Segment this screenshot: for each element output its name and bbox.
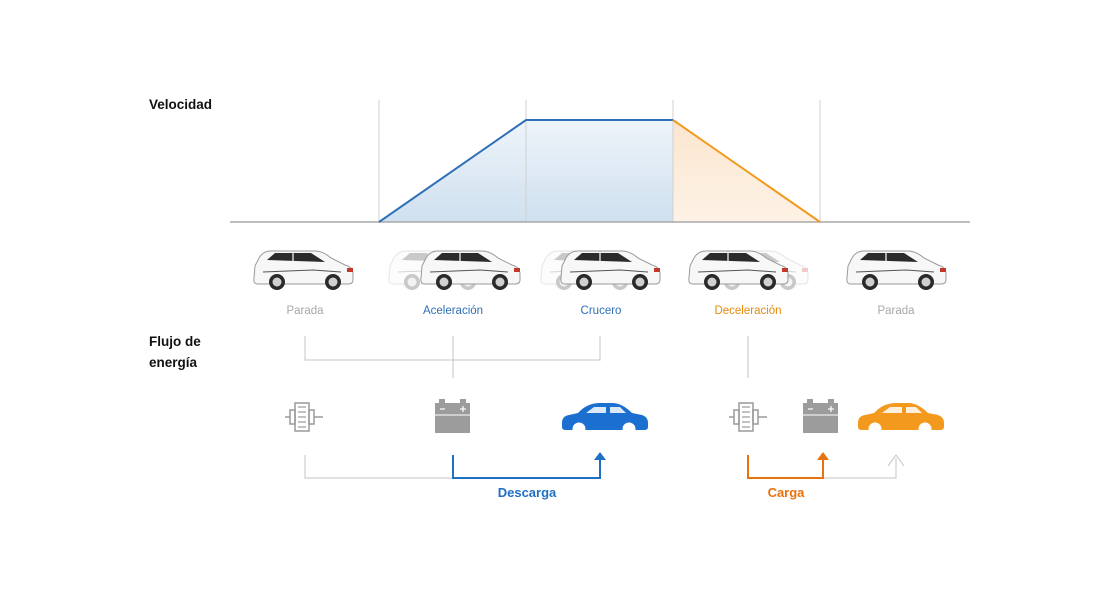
flow-line-grey (304, 455, 453, 479)
phase-label-cruise: Crucero (580, 305, 622, 317)
discharge-arrow-icon (594, 452, 606, 460)
car-image-stop (846, 250, 947, 291)
car-icon (858, 403, 944, 436)
phase-label-acceleration: Aceleración (422, 305, 484, 317)
motor-icon (284, 402, 324, 432)
motor-icon (728, 402, 768, 432)
phase-label-stop: Parada (877, 305, 915, 317)
energy-flow-label: Flujo de energía (149, 334, 201, 370)
flow-line-grey (823, 458, 897, 479)
battery-icon (802, 398, 839, 434)
discharge-flow-line (452, 455, 601, 479)
speed-label: Velocidad (149, 97, 213, 112)
car-image-cruise (560, 250, 661, 291)
speed-line-blue (378, 119, 673, 223)
cruise-area (526, 120, 673, 222)
charge-label: Carga (767, 485, 805, 500)
arrow-up-icon (887, 454, 905, 467)
speed-line-orange (672, 119, 821, 223)
battery-icon (434, 398, 471, 434)
car-image-acceleration (420, 250, 521, 291)
phase-label-stop: Parada (286, 305, 324, 317)
charge-flow-line (747, 455, 824, 479)
discharge-label: Descarga (497, 485, 557, 500)
charge-arrow-icon (817, 452, 829, 460)
car-icon (562, 403, 648, 436)
phase-label-deceleration: Deceleración (714, 305, 782, 317)
car-image-stop (253, 250, 354, 291)
